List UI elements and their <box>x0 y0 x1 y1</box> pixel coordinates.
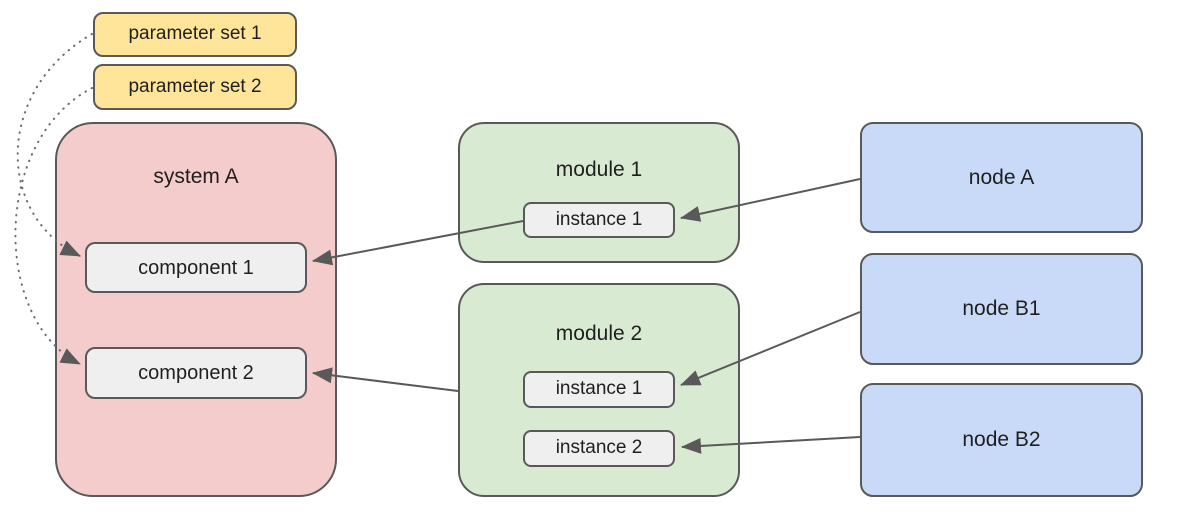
module-2-instance-2-label: instance 2 <box>555 437 643 459</box>
parameter-set-2-label: parameter set 2 <box>128 75 262 97</box>
component-2-label: component 2 <box>138 362 254 384</box>
component-2-box: component 2 <box>85 347 307 399</box>
module-1-box <box>458 122 740 263</box>
module-1-instance-1-label: instance 1 <box>555 208 643 230</box>
parameter-set-1-box: parameter set 1 <box>93 12 297 57</box>
node-a-label: node A <box>968 165 1035 189</box>
module-2-label: module 2 <box>555 322 643 345</box>
component-1-label: component 1 <box>138 256 254 279</box>
node-b1-label: node B1 <box>962 297 1041 321</box>
parameter-set-2-box: parameter set 2 <box>93 64 297 110</box>
node-a-box: node A <box>860 122 1143 233</box>
module-2-instance-2-box: instance 2 <box>523 430 675 467</box>
module-1-instance-1-box: instance 1 <box>523 202 675 238</box>
component-1-box: component 1 <box>85 242 307 293</box>
node-b1-box: node B1 <box>860 253 1143 365</box>
module-1-label: module 1 <box>555 158 643 181</box>
node-b2-label: node B2 <box>962 428 1041 452</box>
node-b2-box: node B2 <box>860 383 1143 497</box>
parameter-set-1-label: parameter set 1 <box>128 23 262 45</box>
module-2-instance-1-box: instance 1 <box>523 371 675 408</box>
system-a-box <box>55 122 337 497</box>
module-2-instance-1-label: instance 1 <box>555 378 643 400</box>
system-a-label: system A <box>153 165 239 188</box>
